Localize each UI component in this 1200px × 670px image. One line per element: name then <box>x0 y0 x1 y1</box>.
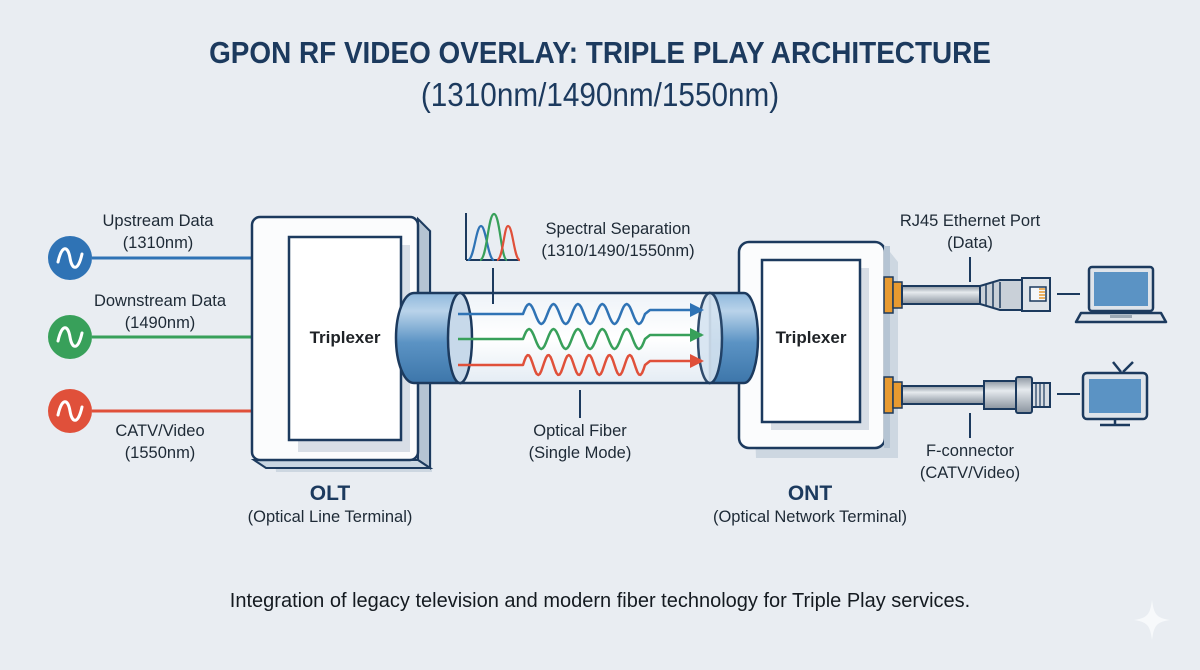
title-line-1: GPON RF VIDEO OVERLAY: TRIPLE PLAY ARCHI… <box>209 35 991 70</box>
fiber-signals <box>458 302 704 377</box>
fiber-signal-downstream <box>458 327 704 351</box>
fiber-signal-upstream <box>458 302 704 326</box>
rj45-sub: (Data) <box>947 234 993 252</box>
laptop-icon <box>1074 265 1168 324</box>
ont-triplexer-label: Triplexer <box>775 328 847 347</box>
page-title: GPON RF VIDEO OVERLAY: TRIPLE PLAY ARCHI… <box>60 32 1140 116</box>
ont-name: ONT <box>787 482 833 505</box>
ont-full-name: (Optical Network Terminal) <box>712 508 908 526</box>
source-video-icon <box>48 389 92 433</box>
olt-label: OLT (Optical Line Terminal) <box>210 482 450 528</box>
olt-box <box>250 215 434 472</box>
video-label: CATV/Video (1550nm) <box>100 420 220 464</box>
olt-triplexer-label: Triplexer <box>309 328 381 347</box>
upstream-wavelength: (1310nm) <box>122 234 194 252</box>
ont-label: ONT (Optical Network Terminal) <box>680 482 940 528</box>
fiber-signal-video <box>458 353 704 377</box>
title-line-2: (1310nm/1490nm/1550nm) <box>420 76 780 113</box>
rj45-name: RJ45 Ethernet Port <box>899 212 1041 230</box>
fiber-mode: (Single Mode) <box>528 444 632 462</box>
fconn-name: F-connector <box>925 442 1015 460</box>
tv-icon <box>1081 361 1149 427</box>
ont-box <box>737 240 898 458</box>
video-wavelength: (1550nm) <box>124 444 196 462</box>
downstream-wavelength: (1490nm) <box>124 314 196 332</box>
video-name: CATV/Video <box>115 422 205 440</box>
rj45-label: RJ45 Ethernet Port (Data) <box>880 210 1060 254</box>
sparkle-icon <box>1134 600 1170 640</box>
source-upstream-icon <box>48 236 92 280</box>
olt-full-name: (Optical Line Terminal) <box>247 508 413 526</box>
rj45-connector <box>883 276 1051 314</box>
fconn-sub: (CATV/Video) <box>919 464 1021 482</box>
upstream-label: Upstream Data (1310nm) <box>88 210 228 254</box>
spectral-sub: (1310/1490/1550nm) <box>541 242 695 260</box>
spectral-title: Spectral Separation <box>545 220 691 238</box>
source-downstream-icon <box>48 315 92 359</box>
f-connector <box>883 376 1051 414</box>
fiber-name: Optical Fiber <box>533 422 627 440</box>
spectrum-chart-icon <box>465 212 521 304</box>
downstream-name: Downstream Data <box>93 292 227 310</box>
upstream-name: Upstream Data <box>102 212 214 230</box>
downstream-label: Downstream Data (1490nm) <box>70 290 250 334</box>
fconn-label: F-connector (CATV/Video) <box>900 440 1040 484</box>
caption: Integration of legacy television and mod… <box>229 590 971 612</box>
olt-name: OLT <box>309 482 351 505</box>
spectral-separation-label: Spectral Separation (1310/1490/1550nm) <box>528 218 708 262</box>
optical-fiber-label: Optical Fiber (Single Mode) <box>500 420 660 464</box>
